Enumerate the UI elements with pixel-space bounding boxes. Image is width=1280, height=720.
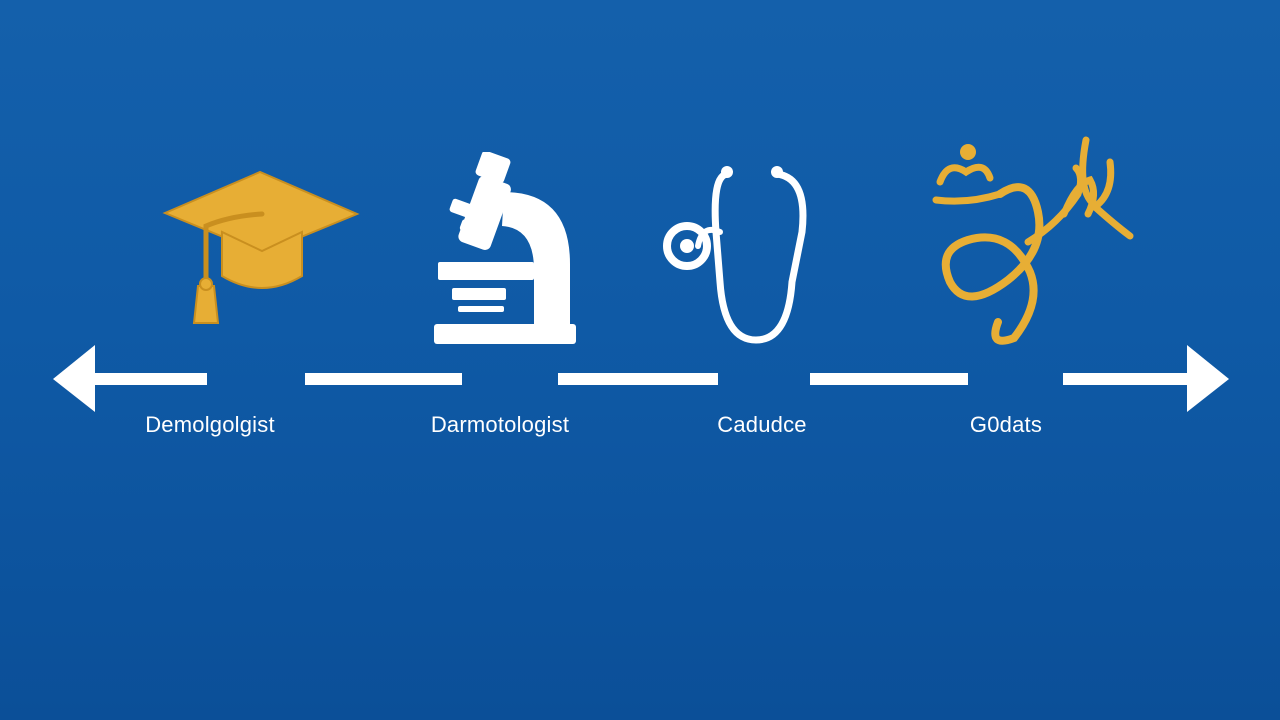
timeline-segment-2: [305, 373, 462, 385]
microscope-icon: [434, 152, 576, 344]
step-label-1: Demolgolgist: [145, 412, 275, 437]
timeline-segment-1: [90, 373, 207, 385]
timeline-segment-4: [810, 373, 968, 385]
caduceus-like-icon: [932, 136, 1134, 345]
stethoscope-icon: [663, 166, 807, 344]
right-arrowhead-icon: [1187, 345, 1229, 412]
left-arrowhead-icon: [53, 345, 95, 412]
timeline-segment-3: [558, 373, 718, 385]
timeline-segment-5: [1063, 373, 1193, 385]
graduation-cap-icon: [162, 170, 360, 324]
step-label-2: Darmotologist: [430, 412, 570, 437]
step-label-4: G0dats: [969, 412, 1043, 437]
step-label-3: Cadudce: [717, 412, 807, 437]
